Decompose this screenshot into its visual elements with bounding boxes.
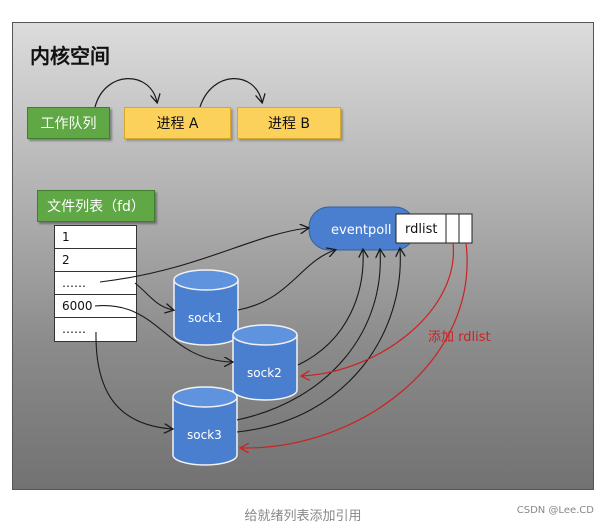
fd-to-sock3-arrow: [95, 331, 172, 429]
rdlist-to-sock2-arrow: [302, 242, 454, 376]
sock2-cylinder: [232, 324, 298, 401]
sock1-to-eventpoll-arrow: [237, 250, 335, 311]
rdlist-slot: [458, 213, 473, 244]
fd-list-header: 文件列表（fd）: [37, 190, 155, 222]
eventpoll-label: eventpoll: [331, 223, 391, 238]
process-b-box: 进程 B: [237, 107, 341, 139]
figure-caption: 给就绪列表添加引用: [244, 509, 362, 524]
fd-row: ……: [62, 322, 86, 336]
kernel-space-title: 内核空间: [30, 44, 110, 68]
sock3-cylinder: [172, 386, 238, 466]
sock3-to-rdlist-arrow: [236, 249, 400, 433]
fd-row: 1: [55, 226, 136, 249]
fd-to-eventpoll-arrow: [99, 228, 308, 283]
sock2-to-eventpoll-arrow: [297, 250, 363, 366]
sock3-to-eventpoll-arrow: [236, 250, 380, 421]
fd-row: 6000: [55, 295, 136, 318]
rdlist-box: [395, 213, 447, 244]
fd-table: 1 2 …… 6000 ……: [54, 225, 137, 342]
rdlist-slot: [445, 213, 460, 244]
sock1-cylinder: [173, 269, 239, 346]
fd-to-sock1-arrow: [134, 282, 173, 310]
source-credit: CSDN @Lee.CD: [516, 505, 594, 516]
fd-row: ……: [55, 272, 136, 295]
sock3-label: sock3: [187, 428, 222, 442]
work-queue-box: 工作队列: [27, 107, 110, 139]
queue-arrow-1: [94, 78, 157, 108]
rdlist-to-sock3-arrow: [241, 242, 468, 448]
fd-row: 2: [55, 249, 136, 272]
process-a-box: 进程 A: [124, 107, 231, 139]
sock1-label: sock1: [188, 311, 223, 325]
rdlist-label: rdlist: [405, 222, 437, 237]
sock2-label: sock2: [247, 366, 282, 380]
fd-to-sock2-arrow: [94, 305, 232, 362]
queue-arrow-2: [199, 78, 262, 108]
add-rdlist-label: 添加 rdlist: [428, 330, 491, 345]
